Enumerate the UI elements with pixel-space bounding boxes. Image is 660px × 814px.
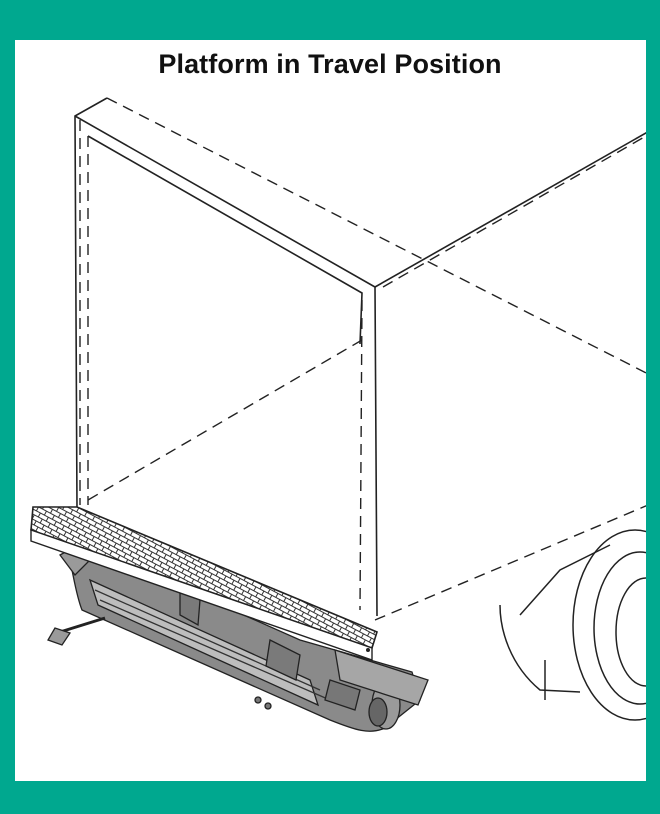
truck-body-hidden-lines bbox=[79, 97, 646, 621]
truck-body-outline bbox=[74, 97, 646, 617]
lift-mechanism bbox=[47, 544, 429, 732]
rear-wheel bbox=[499, 529, 646, 721]
figure-title: Platform in Travel Position bbox=[158, 49, 502, 79]
liftgate-platform bbox=[30, 506, 378, 661]
